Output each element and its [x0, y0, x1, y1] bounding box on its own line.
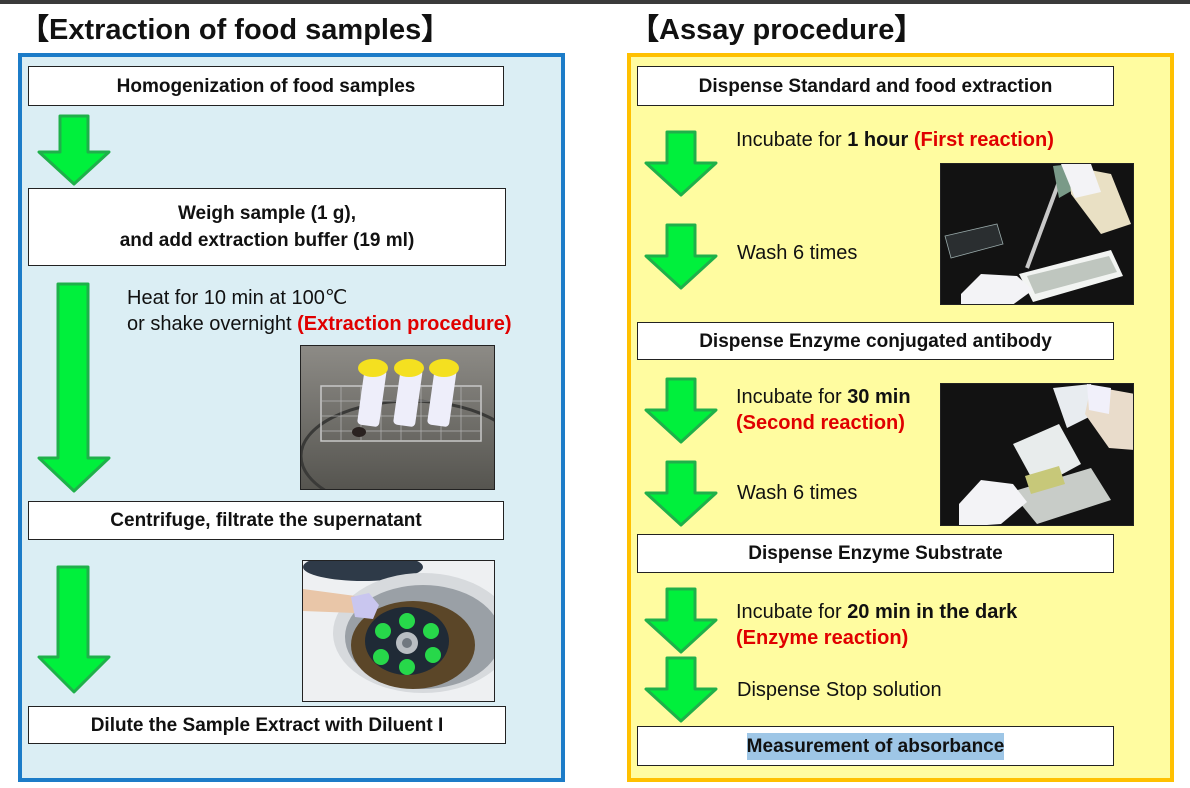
shake-instruction: or shake overnight (Extraction procedure…	[127, 311, 512, 338]
step-label: Dispense Enzyme conjugated antibody	[699, 330, 1052, 352]
down-arrow-icon	[644, 656, 718, 723]
enzyme-incubation-instruction: Incubate for 20 min in the dark	[736, 599, 1017, 626]
step-dilute: Dilute the Sample Extract with Diluent I	[28, 706, 506, 744]
step-measure-absorbance: Measurement of absorbance	[637, 726, 1114, 766]
top-bar	[0, 0, 1190, 4]
assay-heading: 【Assay procedure】	[630, 14, 924, 46]
multichannel-illustration	[941, 384, 1133, 525]
first-reaction-note: (First reaction)	[908, 129, 1054, 151]
incubate-duration: 1 hour	[847, 129, 909, 151]
down-arrow-icon	[644, 377, 718, 444]
pipetting-single-channel-photo	[940, 163, 1134, 305]
extraction-procedure-note: (Extraction procedure)	[297, 313, 512, 335]
down-arrow-icon	[644, 223, 718, 290]
enzyme-reaction-note: (Enzyme reaction)	[736, 627, 909, 649]
step-dispense-standard: Dispense Standard and food extraction	[637, 66, 1114, 106]
wash-instruction-2: Wash 6 times	[737, 482, 858, 504]
heating-rack-illustration	[301, 346, 494, 489]
pipetting-illustration	[941, 164, 1133, 304]
step-dispense-substrate: Dispense Enzyme Substrate	[637, 534, 1114, 573]
down-arrow-icon	[37, 565, 111, 694]
shake-text: or shake overnight	[127, 313, 298, 335]
step-label: Dispense Standard and food extraction	[698, 75, 1053, 97]
incubate-text: Incubate for	[736, 129, 848, 151]
centrifuge-illustration	[303, 561, 494, 701]
step-label: Homogenization of food samples	[116, 75, 416, 97]
first-incubation-instruction: Incubate for 1 hour (First reaction)	[736, 127, 1054, 154]
down-arrow-icon	[644, 460, 718, 527]
step-homogenization: Homogenization of food samples	[28, 66, 504, 106]
second-incubation-instruction: Incubate for 30 min	[736, 384, 911, 411]
second-reaction-note: (Second reaction)	[736, 412, 905, 434]
wash-instruction-1: Wash 6 times	[737, 242, 858, 264]
step-dispense-conjugate: Dispense Enzyme conjugated antibody	[637, 322, 1114, 360]
incubate-text: Incubate for	[736, 386, 848, 408]
step-label: Dilute the Sample Extract with Diluent I	[90, 714, 444, 736]
down-arrow-icon	[644, 587, 718, 654]
extraction-heading: 【Extraction of food samples】	[20, 14, 451, 46]
centrifuge-photo	[302, 560, 495, 702]
tubes-in-heating-rack-photo	[300, 345, 495, 490]
down-arrow-icon	[37, 114, 111, 186]
step-weigh-sample: Weigh sample (1 g), and add extraction b…	[28, 188, 506, 266]
incubate-duration: 20 min in the dark	[847, 601, 1018, 623]
long-down-arrow-icon	[37, 282, 111, 493]
step-label-line2: and add extraction buffer (19 ml)	[119, 230, 415, 251]
step-centrifuge: Centrifuge, filtrate the supernatant	[28, 501, 504, 540]
incubate-text: Incubate for	[736, 601, 848, 623]
stop-solution-instruction: Dispense Stop solution	[737, 679, 942, 701]
heat-instruction: Heat for 10 min at 100℃	[127, 287, 348, 309]
step-label[interactable]: Measurement of absorbance	[746, 732, 1005, 760]
step-label: Centrifuge, filtrate the supernatant	[110, 510, 422, 531]
step-label: Dispense Enzyme Substrate	[748, 543, 1003, 564]
incubate-duration: 30 min	[847, 386, 911, 408]
down-arrow-icon	[644, 130, 718, 197]
pipetting-multichannel-photo	[940, 383, 1134, 526]
step-label-line1: Weigh sample (1 g),	[177, 203, 357, 224]
